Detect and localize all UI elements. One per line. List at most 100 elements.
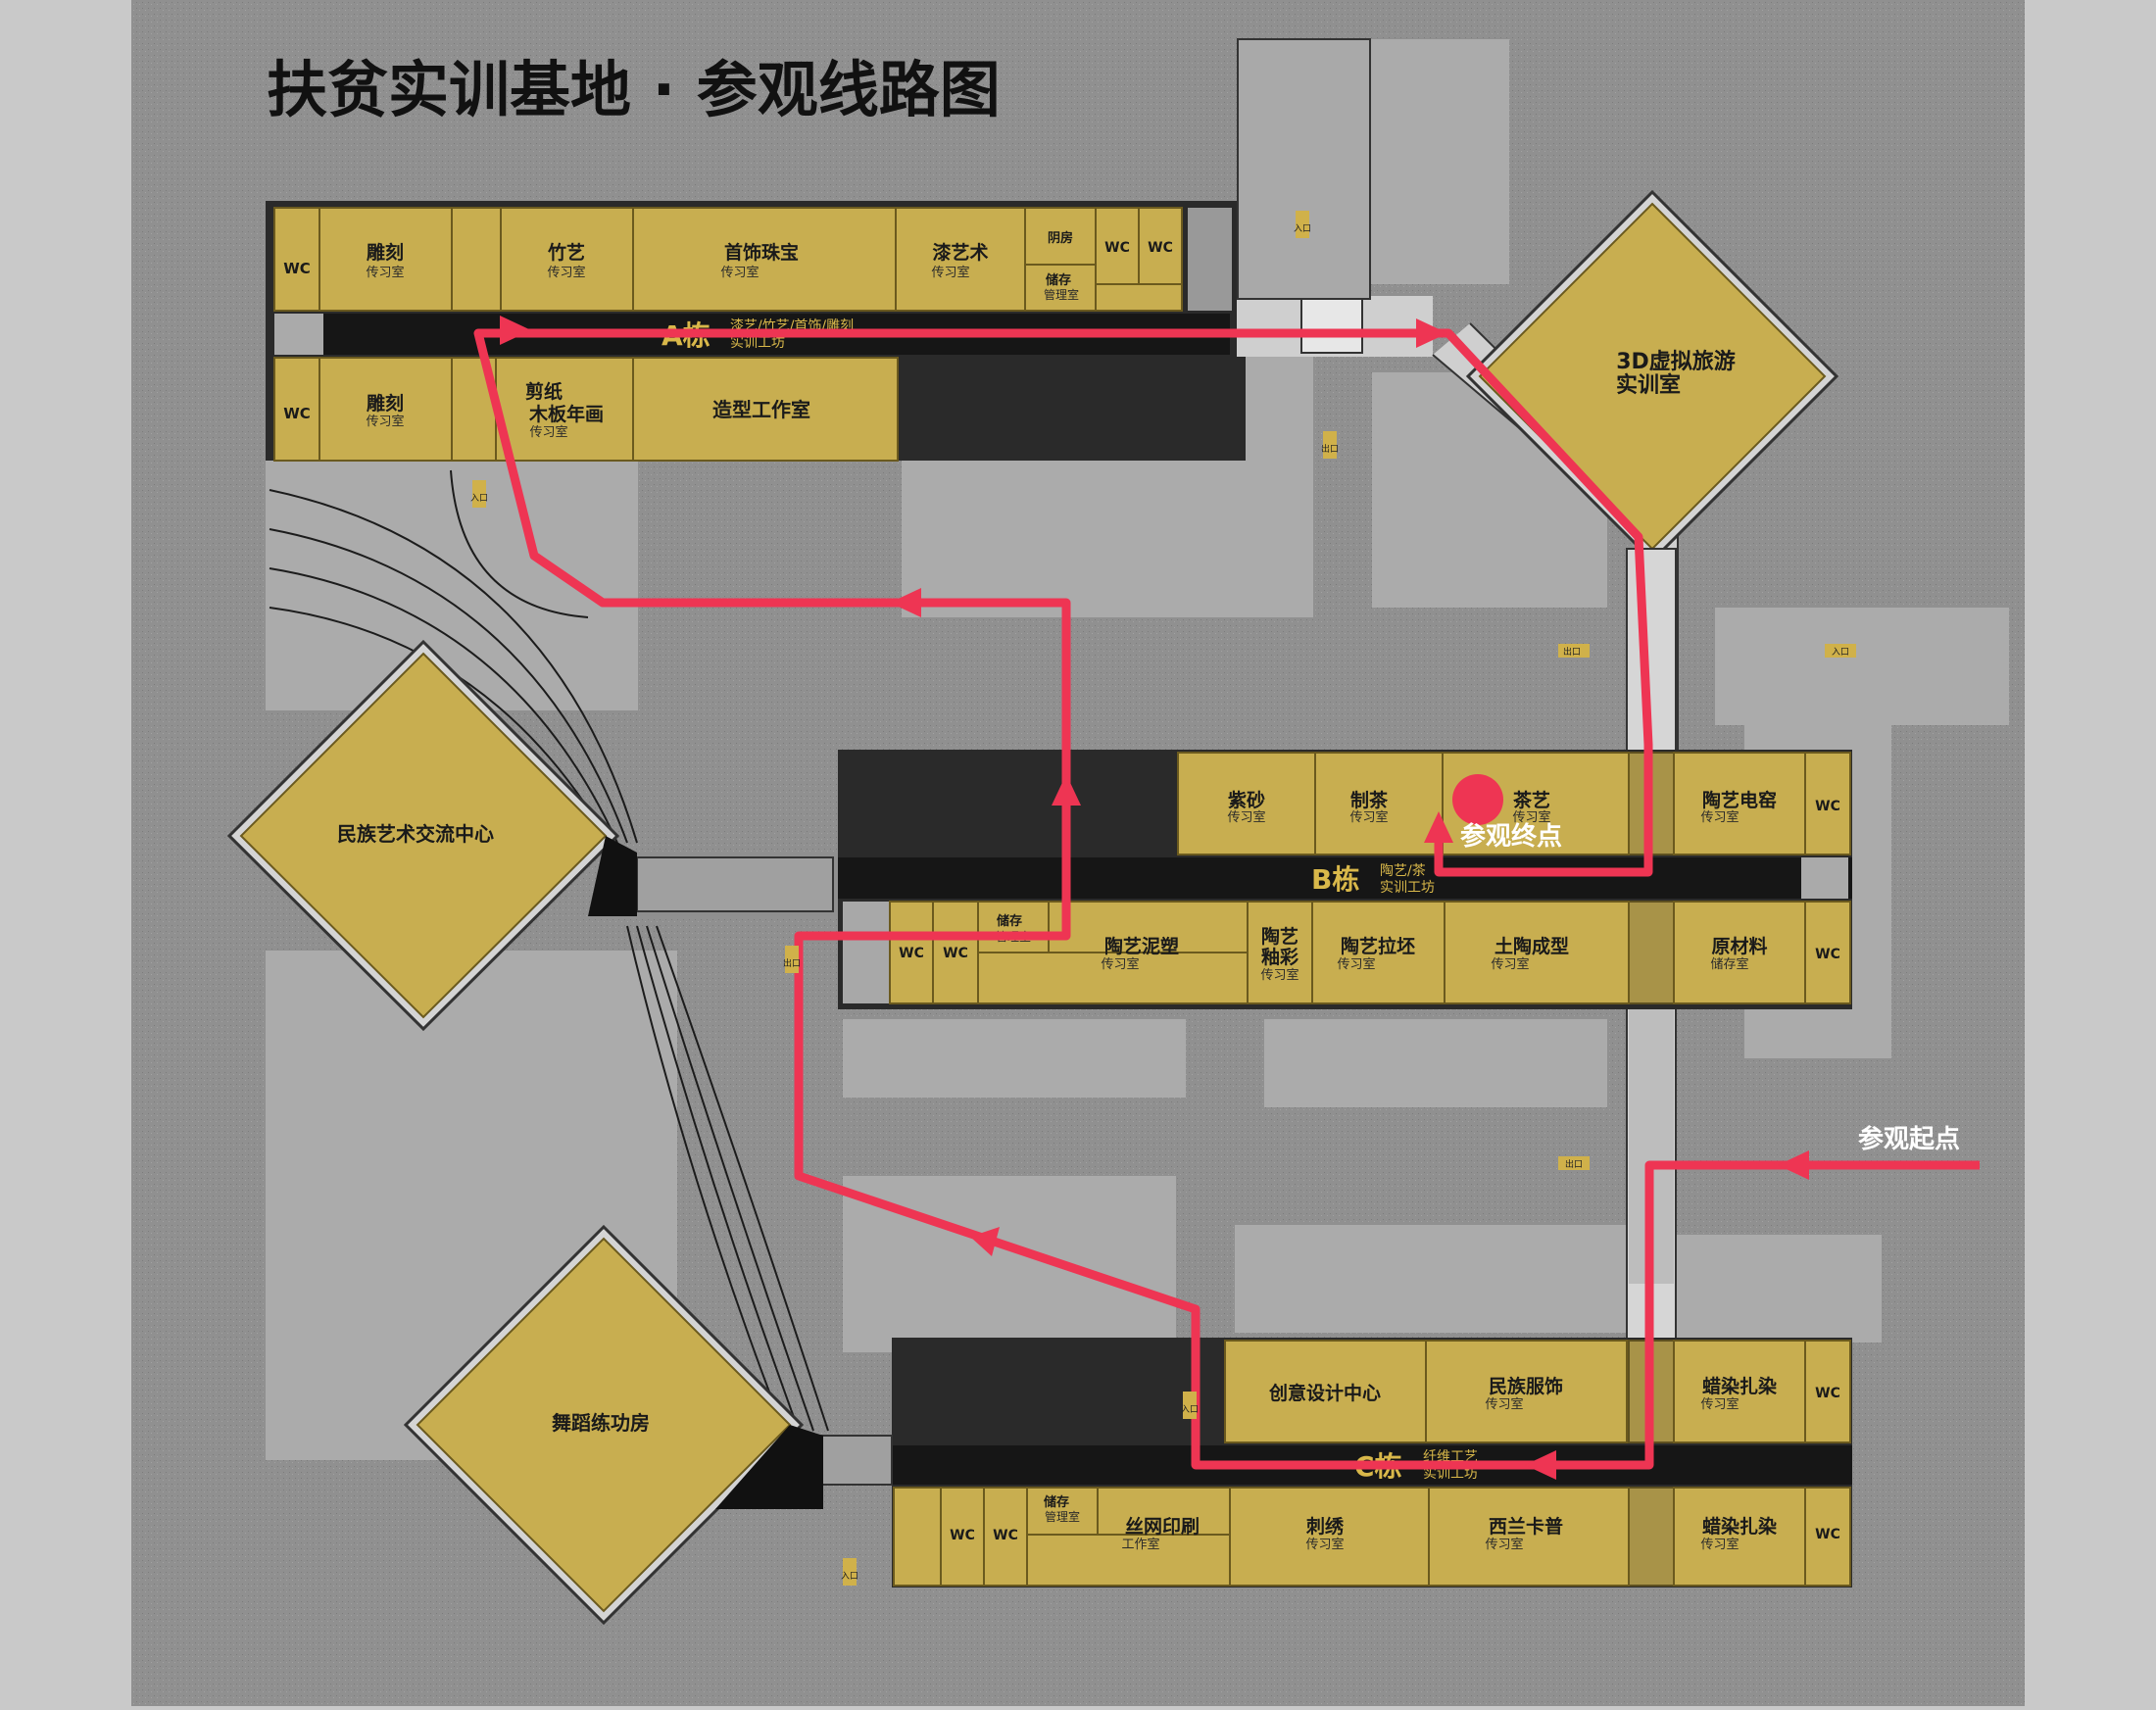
room-label: 雕刻 bbox=[367, 241, 404, 264]
room-sublabel: 传习室 bbox=[529, 424, 567, 440]
room-label: 造型工作室 bbox=[712, 398, 810, 421]
room-label: 蜡染扎染 bbox=[1702, 1375, 1777, 1397]
route-arrow bbox=[970, 1227, 1000, 1256]
building-c-sublabel-2: 实训工坊 bbox=[1423, 1466, 1478, 1482]
route-arrows bbox=[500, 316, 1809, 1480]
room-label: WC bbox=[1815, 799, 1840, 814]
building-c: 创意设计中心 民族服饰 传习室 蜡染扎染 传习室 WC 储存 管理室 WC WC… bbox=[814, 1338, 1852, 1588]
entrance-sign: 入口 bbox=[841, 1571, 858, 1582]
room-label: WC bbox=[1815, 1527, 1840, 1542]
building-b-label: B栋 bbox=[1311, 863, 1359, 896]
room-label: 剪纸 bbox=[525, 380, 563, 403]
room-sublabel: 传习室 bbox=[1260, 967, 1298, 983]
room-label: 木板年画 bbox=[528, 403, 604, 425]
building-b: 紫砂 传习室 制茶 传习室 茶艺 传习室 陶艺电窑 传习室 WC 储存 管理室 … bbox=[632, 750, 1852, 1009]
room-sublabel: 管理室 bbox=[1044, 287, 1079, 302]
room-sublabel: 传习室 bbox=[366, 414, 404, 429]
room-label: WC bbox=[993, 1528, 1018, 1543]
room-label: WC bbox=[1815, 947, 1840, 962]
room-label: 陶艺泥塑 bbox=[1104, 935, 1179, 957]
start-point-label: 参观起点 bbox=[1858, 1124, 1960, 1154]
entrance-sign: 入口 bbox=[1832, 647, 1849, 658]
room-label: WC bbox=[283, 405, 311, 422]
ethnic-art-label: 民族艺术交流中心 bbox=[337, 822, 494, 846]
route-arrow bbox=[1525, 1450, 1556, 1480]
room-label: 创意设计中心 bbox=[1268, 1382, 1381, 1404]
room-label: WC bbox=[1148, 240, 1173, 256]
room-sublabel: 管理室 bbox=[1045, 1509, 1080, 1524]
route-arrow bbox=[1052, 774, 1081, 806]
room-sublabel: 传习室 bbox=[931, 265, 969, 280]
room-sublabel: 传习室 bbox=[1305, 1537, 1344, 1552]
building-b-sublabel-2: 实训工坊 bbox=[1380, 880, 1435, 896]
room-label: 民族服饰 bbox=[1489, 1375, 1563, 1397]
vr-label-2: 实训室 bbox=[1616, 372, 1681, 398]
room-sublabel: 传习室 bbox=[720, 265, 759, 280]
entrance-sign: 入口 bbox=[1181, 1404, 1199, 1415]
route-arrow bbox=[1424, 811, 1453, 843]
room-label: WC bbox=[283, 260, 311, 277]
room-label: 釉彩 bbox=[1261, 946, 1298, 968]
room-sublabel: 传习室 bbox=[1512, 809, 1550, 825]
room-label: 制茶 bbox=[1350, 789, 1389, 811]
room-label: 原材料 bbox=[1711, 935, 1767, 957]
room-label: 阴房 bbox=[1048, 230, 1073, 246]
signage: 入口 出口 入口 出口 入口 出口 出口 入口 入口 bbox=[470, 211, 1856, 1586]
room-label: 土陶成型 bbox=[1494, 935, 1569, 957]
room-label: 刺绣 bbox=[1306, 1515, 1345, 1538]
ethnic-art-pavilion bbox=[239, 652, 608, 1019]
room-label: 首饰珠宝 bbox=[724, 241, 799, 264]
room-label: 陶艺 bbox=[1261, 925, 1298, 948]
room-label: WC bbox=[1104, 240, 1130, 256]
room-sublabel: 传习室 bbox=[1700, 809, 1739, 825]
room-label: 丝网印刷 bbox=[1125, 1515, 1200, 1538]
room-label: WC bbox=[1815, 1386, 1840, 1401]
room-label: 紫砂 bbox=[1228, 790, 1265, 811]
room-label: 储存 bbox=[996, 913, 1022, 929]
exit-sign: 出口 bbox=[1321, 443, 1339, 455]
room-label: 雕刻 bbox=[367, 392, 404, 415]
stair-grid bbox=[1300, 298, 1363, 354]
tour-route bbox=[473, 328, 1980, 1470]
room-label: 蜡染扎染 bbox=[1702, 1515, 1777, 1538]
vr-label-1: 3D虚拟旅游 bbox=[1616, 349, 1736, 374]
exit-sign: 出口 bbox=[783, 957, 801, 969]
route-arrow bbox=[890, 588, 921, 617]
dance-pavilion bbox=[416, 1237, 792, 1613]
room-sublabel: 传习室 bbox=[547, 265, 585, 280]
route-arrow bbox=[1416, 318, 1447, 348]
room-label: WC bbox=[899, 946, 924, 961]
end-point-label: 参观终点 bbox=[1460, 821, 1562, 852]
room-sublabel: 工作室 bbox=[1121, 1537, 1159, 1552]
room-sublabel: 传习室 bbox=[1337, 956, 1375, 972]
room-sublabel: 传习室 bbox=[1491, 956, 1529, 972]
entrance-sign: 入口 bbox=[1294, 223, 1311, 234]
room-sublabel: 传习室 bbox=[1101, 956, 1139, 972]
room-sublabel: 传习室 bbox=[1700, 1537, 1739, 1552]
building-a-sublabel-2: 实训工坊 bbox=[730, 335, 785, 351]
room-label: 西兰卡普 bbox=[1489, 1515, 1563, 1538]
room-label: 储存 bbox=[1043, 1494, 1069, 1510]
room-sublabel: 传习室 bbox=[1349, 809, 1388, 825]
map-title: 扶贫实训基地 · 参观线路图 bbox=[267, 54, 1001, 125]
room-label: 陶艺拉坯 bbox=[1341, 935, 1415, 957]
room-label: 茶艺 bbox=[1513, 789, 1550, 811]
north-path bbox=[1237, 38, 1371, 300]
exit-sign: 出口 bbox=[1563, 646, 1581, 658]
room-sublabel: 传习室 bbox=[1227, 809, 1265, 825]
dance-label: 舞蹈练功房 bbox=[552, 1411, 650, 1435]
room-sublabel: 传习室 bbox=[366, 265, 404, 280]
building-b-sublabel: 陶艺/茶 bbox=[1380, 863, 1426, 879]
room-sublabel: 传习室 bbox=[1485, 1396, 1523, 1412]
route-arrow bbox=[500, 316, 531, 345]
route-arrow bbox=[1778, 1150, 1809, 1180]
room-label: 储存 bbox=[1045, 272, 1071, 288]
entrance-sign: 入口 bbox=[470, 493, 488, 504]
room-label: 陶艺电窑 bbox=[1702, 789, 1777, 811]
room-sublabel: 传习室 bbox=[1485, 1537, 1523, 1552]
exit-sign: 出口 bbox=[1565, 1158, 1583, 1170]
room-sublabel: 传习室 bbox=[1700, 1396, 1739, 1412]
room-label: WC bbox=[943, 946, 968, 961]
